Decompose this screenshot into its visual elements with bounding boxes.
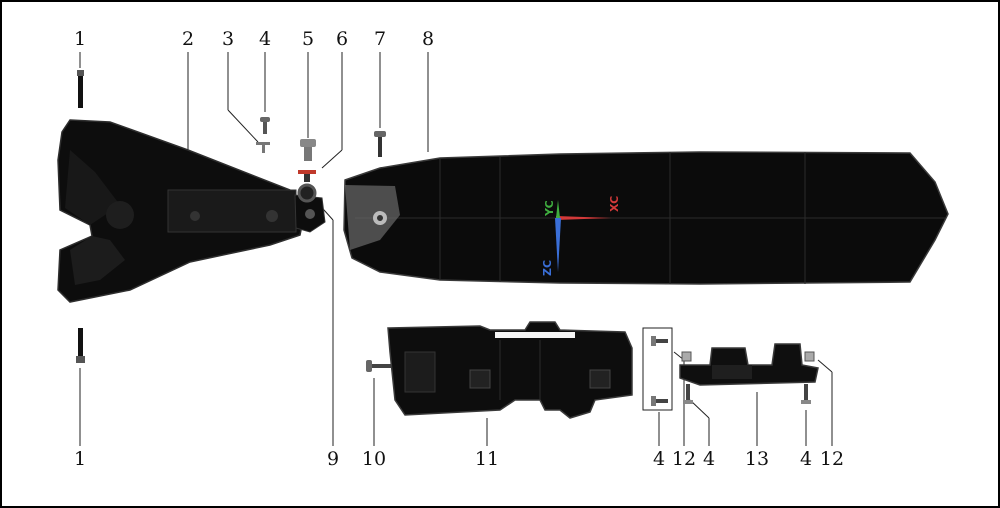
flange-bolt: [300, 139, 316, 161]
tapping-screw: [366, 360, 392, 372]
washer-top: [256, 142, 270, 153]
callout-bottom-12b: 12: [819, 448, 845, 470]
bracket-bolt-left: [683, 384, 693, 404]
callout-top-7: 7: [373, 28, 387, 50]
bolt-group-box: [642, 327, 673, 411]
bolt-bottom: [76, 328, 85, 363]
callout-bottom-1: 1: [73, 448, 87, 470]
callout-top-6: 6: [335, 28, 349, 50]
callout-top-8: 8: [421, 28, 435, 50]
axis-y-label: YC: [543, 200, 556, 217]
bolt-in-box-bottom: [651, 396, 668, 406]
callout-bottom-4a: 4: [652, 448, 666, 470]
callout-top-1: 1: [73, 28, 87, 50]
grommet: [297, 183, 317, 203]
axis-x-label: XC: [608, 196, 621, 212]
callout-top-4: 4: [258, 28, 272, 50]
tank-cover: [57, 119, 326, 303]
callout-bottom-4c: 4: [799, 448, 813, 470]
callout-bottom-10: 10: [361, 448, 387, 470]
axis-z-arrow: [555, 218, 561, 272]
nut-right: [804, 351, 815, 362]
axis-x-arrow: [556, 216, 612, 220]
callout-bottom-11: 11: [474, 448, 500, 470]
bracket-bolt-right: [801, 384, 811, 404]
callout-bottom-13: 13: [744, 448, 770, 470]
red-collar: [298, 170, 316, 182]
callout-top-3: 3: [221, 28, 235, 50]
callout-top-2: 2: [181, 28, 195, 50]
seat-bolt: [374, 131, 386, 157]
callout-bottom-12a: 12: [671, 448, 697, 470]
rear-bracket: [679, 343, 819, 386]
callout-bottom-4b: 4: [702, 448, 716, 470]
callout-bottom-9: 9: [326, 448, 340, 470]
under-tray: [387, 321, 633, 419]
bolt-in-box-top: [651, 336, 668, 346]
axis-y-arrow: [556, 200, 560, 218]
axis-z-label: ZC: [541, 260, 554, 276]
callout-top-5: 5: [301, 28, 315, 50]
bolt-top: [77, 70, 84, 108]
nut-left: [681, 351, 692, 362]
seat: XC YC ZC: [343, 151, 949, 285]
screw-top: [260, 117, 270, 134]
